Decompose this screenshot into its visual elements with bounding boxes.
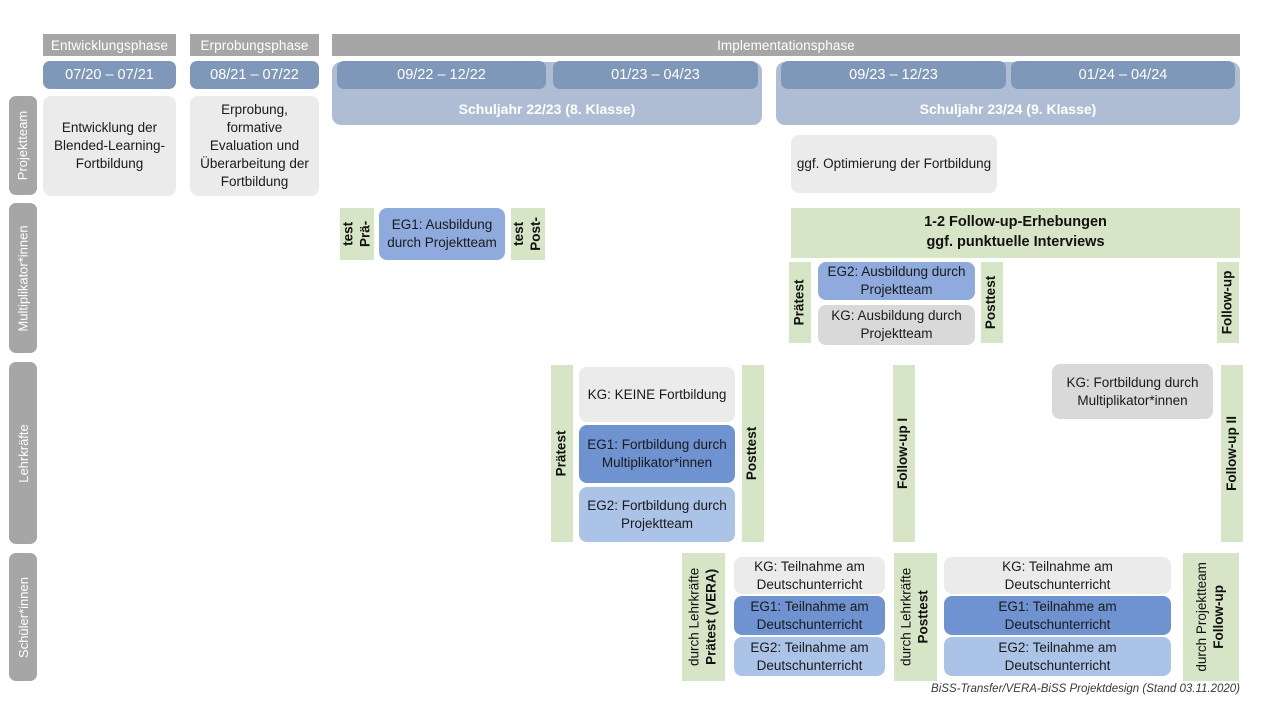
multiplikatoren-posttest-strip-2: Posttest <box>981 262 1003 343</box>
multiplikatoren-eg1-box: EG1: Ausbildung durch Projektteam <box>379 208 505 260</box>
multiplikatoren-posttest-strip-2-text: Posttest <box>983 275 999 330</box>
multiplikatoren-followup-banner-line1: 1-2 Follow-up-Erhebungen <box>924 214 1107 231</box>
schueler-posttest-strip: Posttest durch Lehrkräfte <box>894 553 937 681</box>
phase-header-erprobungsphase: Erprobungsphase <box>190 34 319 56</box>
row-label-multiplikatorinnen: Multiplikator*innen <box>9 203 37 353</box>
multiplikatoren-posttest-strip-1-text: Post- test <box>511 217 543 251</box>
period-0923-1223: 09/23 – 12/23 <box>781 61 1006 89</box>
schueler-posttest-strip-text: Posttest durch Lehrkräfte <box>898 567 931 667</box>
period-0821-0722: 08/21 – 07/22 <box>190 61 319 89</box>
period-0922-1222: 09/22 – 12/22 <box>337 61 546 89</box>
schueler-eg2-box-b: EG2: Teilnahme am Deutschunterricht <box>944 637 1171 676</box>
row-label-projektteam: Projektteam <box>9 96 37 195</box>
schueler-followup-strip: Follow-up durch Projektteam <box>1183 553 1239 681</box>
period-0123-0423: 01/23 – 04/23 <box>553 61 758 89</box>
period-0720-0721: 07/20 – 07/21 <box>43 61 176 89</box>
schueler-praetest-strip-text: Prätest (VERA) durch Lehrkräfte <box>686 567 719 667</box>
projektteam-optimierung-box: ggf. Optimierung der Fortbildung <box>791 135 997 193</box>
schueler-eg1-box-b: EG1: Teilnahme am Deutschunterricht <box>944 596 1171 635</box>
lehrkraefte-eg1-box: EG1: Fortbildung durch Multiplikator*inn… <box>579 425 735 483</box>
multiplikatoren-followup-strip: Follow-up <box>1217 262 1239 343</box>
lehrkraefte-praetest-strip-text: Prätest <box>553 430 569 477</box>
projektteam-erprobung-box: Erprobung, formative Evaluation und Über… <box>190 96 319 196</box>
period-0124-0424: 01/24 – 04/24 <box>1011 61 1235 89</box>
lehrkraefte-followup-2-strip: Follow-up II <box>1221 365 1243 542</box>
schueler-eg1-box-a: EG1: Teilnahme am Deutschunterricht <box>734 596 885 635</box>
row-label-schuelerinnen-text: Schüler*innen <box>15 576 31 658</box>
footer-credit: BiSS-Transfer/VERA-BiSS Projektdesign (S… <box>931 683 1240 695</box>
lehrkraefte-followup-2-strip-text: Follow-up II <box>1223 416 1239 491</box>
row-label-lehrkraefte: Lehrkräfte <box>9 362 37 544</box>
multiplikatoren-eg2-box: EG2: Ausbildung durch Projektteam <box>818 262 975 300</box>
multiplikatoren-praetest-strip-1: Prä- test <box>340 208 374 260</box>
lehrkraefte-followup-1-strip: Follow-up I <box>893 365 915 542</box>
phase-header-implementationsphase: Implementationsphase <box>332 34 1240 56</box>
row-label-projektteam-text: Projektteam <box>15 110 31 181</box>
multiplikatoren-posttest-strip-1: Post- test <box>511 208 545 260</box>
lehrkraefte-posttest-strip-text: Posttest <box>744 426 760 481</box>
multiplikatoren-praetest-strip-2: Prätest <box>789 262 811 343</box>
schueler-kg-box-a: KG: Teilnahme am Deutschunterricht <box>734 557 885 594</box>
lehrkraefte-followup-1-strip-text: Follow-up I <box>895 417 911 490</box>
schueler-eg2-box-a: EG2: Teilnahme am Deutschunterricht <box>734 637 885 676</box>
multiplikatoren-praetest-strip-1-text: Prä- test <box>340 220 372 248</box>
multiplikatoren-followup-banner: 1-2 Follow-up-Erhebungen ggf. punktuelle… <box>791 208 1240 258</box>
lehrkraefte-kg-keine-box: KG: KEINE Fortbildung <box>579 367 735 422</box>
lehrkraefte-posttest-strip: Posttest <box>742 365 764 542</box>
schueler-praetest-strip: Prätest (VERA) durch Lehrkräfte <box>682 553 725 681</box>
lehrkraefte-eg2-box: EG2: Fortbildung durch Projektteam <box>579 487 735 542</box>
row-label-multiplikatorinnen-text: Multiplikator*innen <box>15 224 31 332</box>
row-label-schuelerinnen: Schüler*innen <box>9 553 37 681</box>
schueler-followup-strip-text: Follow-up durch Projektteam <box>1194 562 1226 672</box>
multiplikatoren-followup-banner-line2: ggf. punktuelle Interviews <box>926 234 1105 250</box>
multiplikatoren-praetest-strip-2-text: Prätest <box>791 279 807 326</box>
row-label-lehrkraefte-text: Lehrkräfte <box>15 423 31 483</box>
schueler-kg-box-b: KG: Teilnahme am Deutschunterricht <box>944 557 1171 594</box>
multiplikatoren-followup-strip-text: Follow-up <box>1219 270 1235 335</box>
phase-header-entwicklungsphase: Entwicklungsphase <box>43 34 176 56</box>
lehrkraefte-kg-fortbildung-box: KG: Fortbildung durch Multiplikator*inne… <box>1052 364 1213 419</box>
multiplikatoren-kg-box: KG: Ausbildung durch Projektteam <box>818 305 975 345</box>
lehrkraefte-praetest-strip: Prätest <box>551 365 573 542</box>
projektteam-entwicklung-box: Entwicklung der Blended-Learning-Fortbil… <box>43 96 176 196</box>
